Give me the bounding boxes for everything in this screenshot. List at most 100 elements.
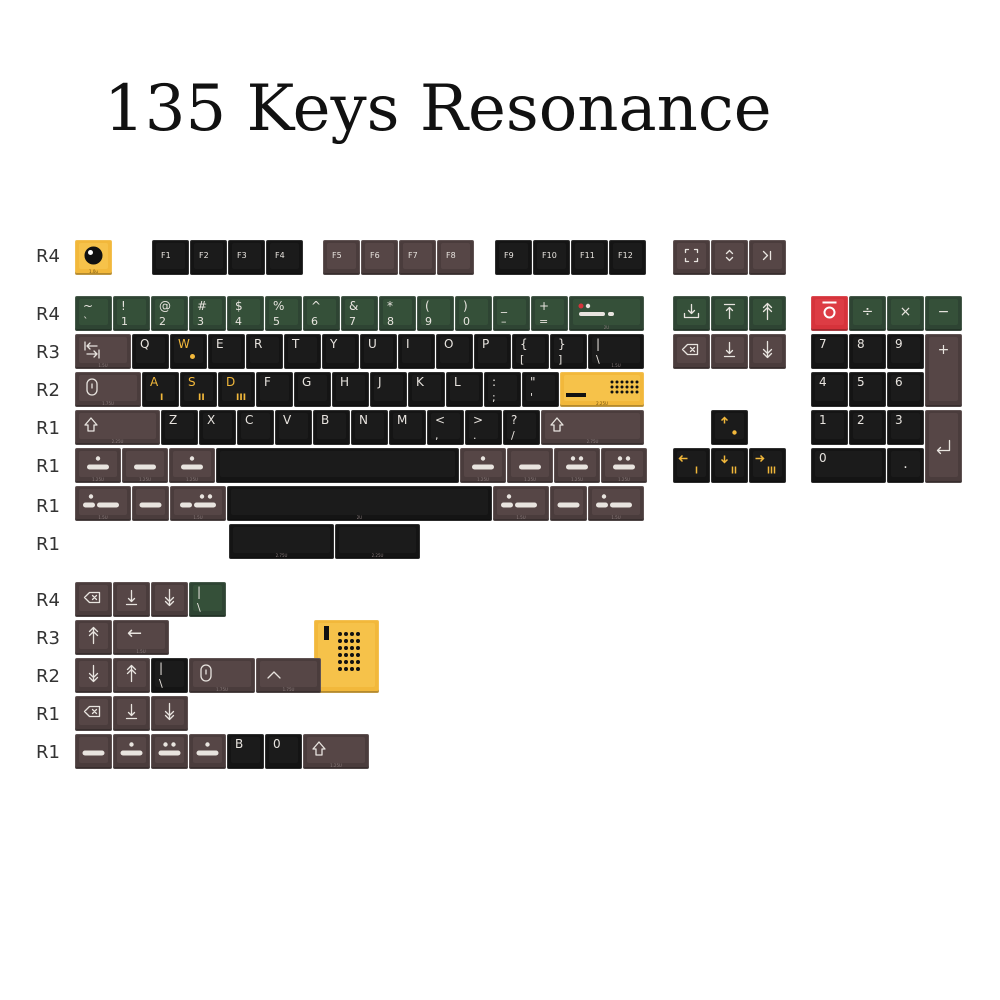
arrow-left-key (673, 448, 710, 483)
key-legend: F9 (504, 251, 514, 260)
key-legend: F6 (370, 251, 380, 260)
key-legend: P (482, 337, 490, 351)
key-sub-legend: = (539, 315, 549, 328)
key-legend: G (302, 375, 312, 389)
key-legend: & (349, 299, 359, 313)
key-k: K (408, 372, 445, 407)
alt-win-key (132, 486, 169, 521)
key-legend: C (245, 413, 254, 427)
key-legend: | (159, 661, 164, 675)
size-label: 1.25U (571, 477, 583, 482)
key-legend: O (444, 337, 454, 351)
key-sub-legend: – (501, 315, 507, 328)
size-label: 1.25U (618, 477, 630, 482)
insert-key (673, 296, 710, 331)
size-label: 2.75U (586, 439, 599, 444)
key-legend: W (178, 337, 190, 351)
key-legend: × (899, 304, 912, 320)
key-sub-legend: II (198, 393, 205, 403)
size-label: 1.5U (516, 515, 526, 520)
delete-key (673, 334, 710, 369)
row-label: R3 (36, 628, 60, 649)
key-c: C (237, 410, 274, 445)
key-h: H (332, 372, 369, 407)
key-legend: ( (425, 299, 430, 313)
spacebar-7u-key: 2U (227, 486, 492, 521)
numpad-np6: 6 (887, 372, 924, 407)
menu-key: 1.25U (554, 448, 600, 483)
size-label: 1.5U (98, 363, 108, 368)
size-label: 2.25U (596, 401, 608, 406)
key-legend: ? (511, 413, 518, 427)
key-legend: ! (121, 299, 126, 313)
key-legend: E (216, 337, 224, 351)
key-legend: | (596, 337, 601, 351)
extra-end-key (113, 582, 150, 617)
key-sub-legend: ; (492, 391, 496, 404)
arrow-right-key (749, 448, 786, 483)
key-n3: #3 (189, 296, 226, 331)
key-q: Q (132, 334, 169, 369)
key-legend: 7 (819, 337, 827, 351)
extra-shift-key: 1.25U (303, 734, 369, 769)
key-sub-legend: 7 (349, 315, 356, 328)
key-f8: F8 (437, 240, 474, 275)
key-f7: F7 (399, 240, 436, 275)
key-legend: # (197, 299, 208, 313)
key-minus: _– (493, 296, 530, 331)
key-legend: F12 (618, 251, 633, 260)
key-sub-legend: \ (197, 601, 201, 614)
key-legend: 1 (819, 413, 827, 427)
key-legend: + (937, 342, 950, 358)
key-b: B (313, 410, 350, 445)
key-f2: F2 (190, 240, 227, 275)
key-legend: T (292, 337, 300, 351)
extra-pagedown-key (151, 582, 188, 617)
key-f: F (256, 372, 293, 407)
right-shift-key: 2.75U (541, 410, 644, 445)
size-label: 1.25U (524, 477, 536, 482)
alt-rctrl-key: 1.5U (588, 486, 644, 521)
key-sub-legend: . (473, 429, 477, 442)
key-legend: D (226, 375, 236, 389)
key-legend: H (340, 375, 350, 389)
key-o: O (436, 334, 473, 369)
right-ctrl-key: 1.25U (601, 448, 647, 483)
key-legend: { (520, 337, 528, 351)
size-label: 1.25U (477, 477, 489, 482)
key-sub-legend: 4 (235, 315, 242, 328)
size-label: 1.0u (89, 269, 98, 274)
key-j: J (370, 372, 407, 407)
key-sub-legend: / (511, 429, 515, 442)
key-sub-legend: \ (159, 677, 163, 690)
key-legend: 9 (895, 337, 903, 351)
key-legend: K (416, 375, 424, 389)
fn-key: 1.25U (507, 448, 553, 483)
key-legend: 0 (819, 451, 827, 465)
extra-pageup-key (75, 620, 112, 655)
dot-icon (190, 354, 195, 359)
key-legend: " (530, 375, 536, 389)
key-legend: F10 (542, 251, 557, 260)
key-legend: } (558, 337, 566, 351)
page-title: 135 Keys Resonance (104, 72, 772, 146)
split-space-right: 2.25U (335, 524, 420, 559)
key-sub-legend: ' (530, 391, 534, 404)
key-n8: *8 (379, 296, 416, 331)
key-sub-legend: 3 (197, 315, 204, 328)
key-legend: B (321, 413, 330, 427)
extra-backspace-key: ←1.5U (113, 620, 169, 655)
key-n7: &7 (341, 296, 378, 331)
key-legend: 6 (895, 375, 903, 389)
key-legend: F8 (446, 251, 456, 260)
escape-key: 1.0u (75, 240, 112, 275)
numpad-np1: 1 (811, 410, 848, 445)
key-legend: X (207, 413, 216, 427)
key-plus: += (531, 296, 568, 331)
key-v: V (275, 410, 312, 445)
key-legend: L (454, 375, 461, 389)
